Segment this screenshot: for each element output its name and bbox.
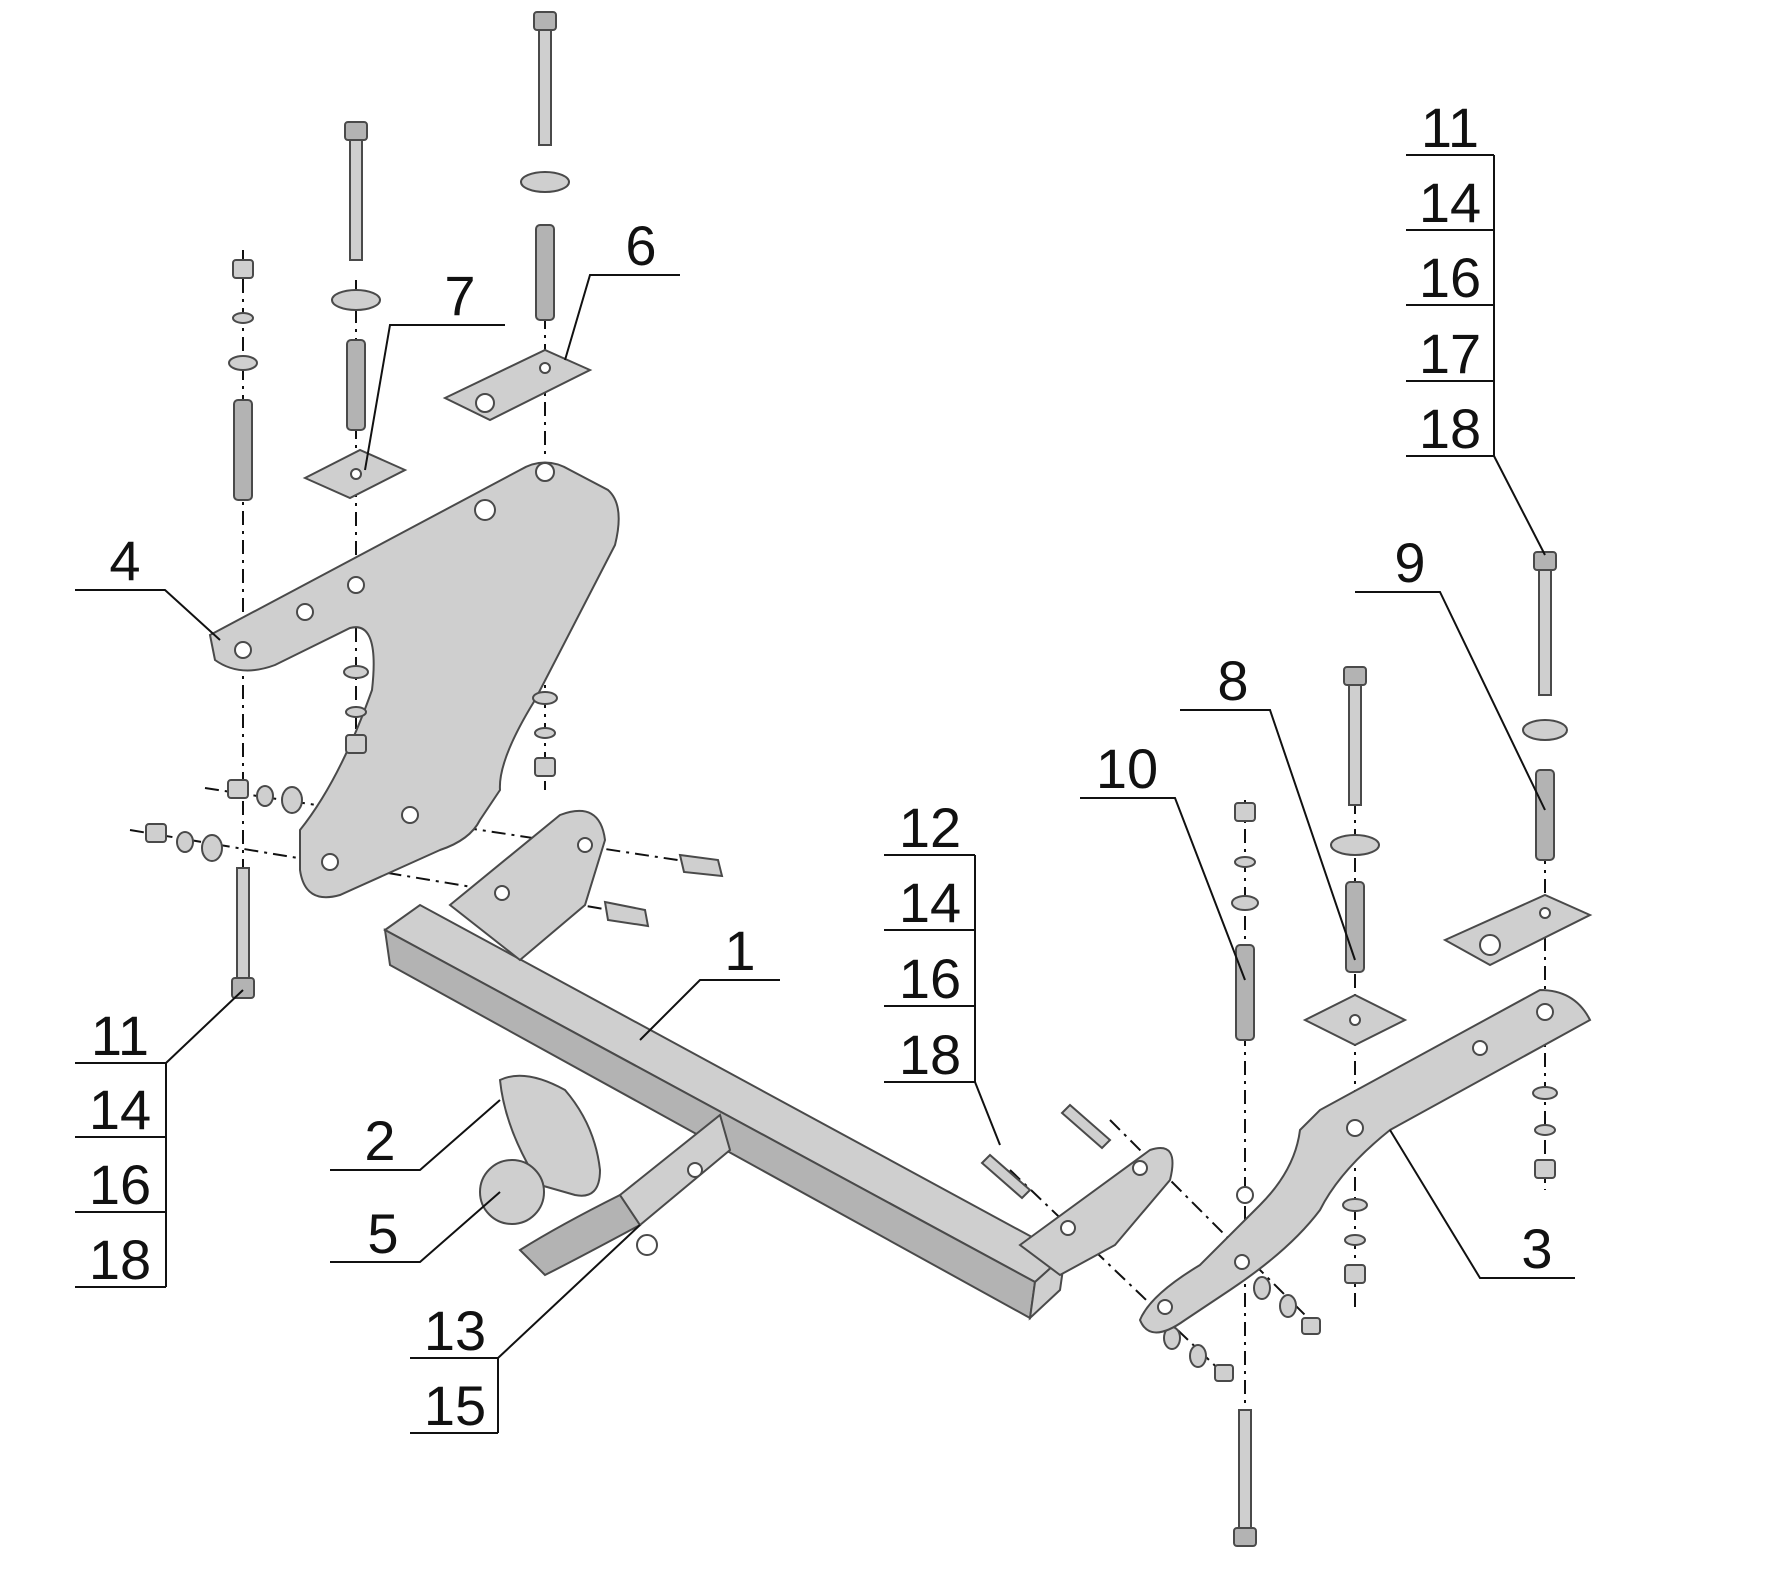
callout-labels: 1 2 5 3 4 6 7 8 9 10 11 14 16 18 11 14 1… bbox=[89, 96, 1553, 1437]
callout-left-16: 16 bbox=[89, 1153, 151, 1216]
callout-left-11: 11 bbox=[91, 1004, 149, 1067]
left-bracket bbox=[208, 461, 620, 899]
callout-left-14: 14 bbox=[89, 1078, 151, 1141]
callout-8: 8 bbox=[1217, 649, 1248, 712]
main-crossbar bbox=[383, 810, 1174, 1321]
callout-center-16: 16 bbox=[899, 947, 961, 1010]
callout-bottom-13: 13 bbox=[424, 1299, 486, 1362]
callout-right-17: 17 bbox=[1419, 322, 1481, 385]
callout-9: 9 bbox=[1394, 531, 1425, 594]
right-bracket bbox=[1138, 988, 1592, 1334]
callout-bottom-15: 15 bbox=[424, 1374, 486, 1437]
callout-6: 6 bbox=[625, 214, 656, 277]
ball-mount bbox=[479, 1074, 732, 1277]
left-fasteners bbox=[145, 11, 724, 999]
callout-center-14: 14 bbox=[899, 871, 961, 934]
callout-right-11: 11 bbox=[1421, 96, 1479, 159]
callout-1: 1 bbox=[724, 919, 755, 982]
callout-10: 10 bbox=[1096, 737, 1158, 800]
callout-right-18: 18 bbox=[1419, 397, 1481, 460]
callout-center-18: 18 bbox=[899, 1023, 961, 1086]
left-plates bbox=[302, 348, 593, 500]
callout-left-18: 18 bbox=[89, 1228, 151, 1291]
center-fasteners bbox=[980, 1103, 1321, 1382]
callout-right-14: 14 bbox=[1419, 171, 1481, 234]
callout-2: 2 bbox=[364, 1109, 395, 1172]
callout-3: 3 bbox=[1521, 1217, 1552, 1280]
callout-7: 7 bbox=[444, 264, 475, 327]
callout-5: 5 bbox=[367, 1202, 398, 1265]
callout-right-16: 16 bbox=[1419, 246, 1481, 309]
callout-leaders bbox=[75, 154, 1575, 1434]
callout-center-12: 12 bbox=[899, 796, 961, 859]
callout-4: 4 bbox=[109, 529, 140, 592]
